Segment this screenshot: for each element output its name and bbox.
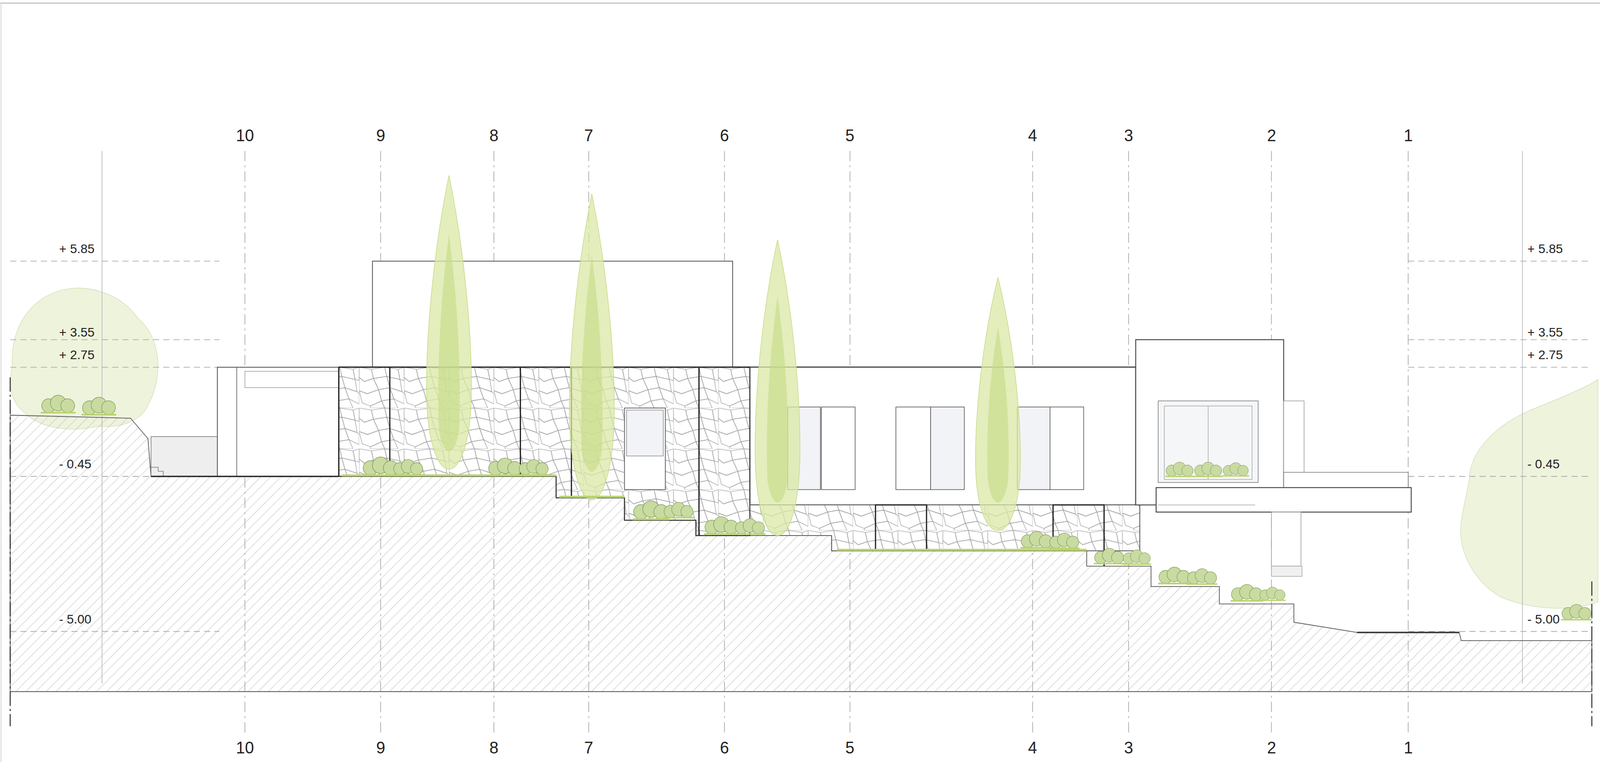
grid-number: 8	[489, 739, 499, 757]
grid-number: 3	[1124, 127, 1134, 144]
grid-number: 7	[584, 127, 594, 144]
grid-number: 9	[376, 739, 386, 757]
level-label: - 5.00	[1527, 613, 1560, 626]
level-label: - 0.45	[1527, 457, 1560, 471]
level-label: + 5.85	[1527, 242, 1564, 256]
grid-number: 10	[235, 739, 254, 757]
grid-number: 6	[719, 127, 729, 144]
grid-number: 4	[1028, 739, 1038, 757]
level-label: - 0.45	[59, 457, 92, 471]
grid-number: 9	[376, 127, 386, 144]
grid-number: 2	[1267, 739, 1277, 757]
grid-number: 2	[1267, 127, 1277, 144]
grid-number: 5	[845, 127, 855, 144]
grid-number: 10	[235, 127, 254, 144]
grid-number: 7	[584, 739, 594, 757]
level-label: + 3.55	[59, 326, 95, 339]
grid-number: 8	[489, 127, 499, 144]
grid-number: 1	[1403, 127, 1413, 144]
grid-number: 3	[1124, 739, 1134, 757]
level-label: + 2.75	[59, 348, 95, 362]
level-label: + 5.85	[59, 242, 95, 256]
grid-number: 5	[845, 739, 855, 757]
level-label: + 2.75	[1527, 348, 1564, 362]
level-label: + 3.55	[1527, 326, 1564, 339]
grid-number: 4	[1028, 127, 1038, 144]
level-label: - 5.00	[59, 613, 92, 626]
grid-number: 1	[1403, 739, 1413, 757]
grid-number: 6	[719, 739, 729, 757]
